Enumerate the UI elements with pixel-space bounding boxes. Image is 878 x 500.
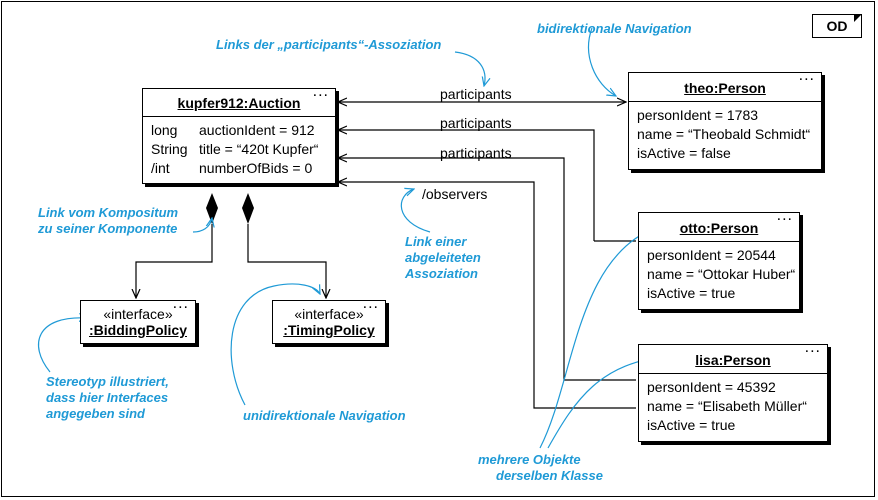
ellipsis-icon: ... (312, 83, 329, 100)
attribute-value: isActive = false (637, 145, 731, 161)
attribute-value: personIdent = 20544 (647, 247, 776, 263)
object-timing-header: «interface» :TimingPolicy (273, 301, 385, 338)
attribute-value: numberOfBids = 0 (199, 160, 313, 176)
note-line: Link vom Kompositum (38, 205, 179, 220)
object-theo: theo:Person ... personIdent = 1783 name … (628, 67, 822, 170)
object-bidding-policy: «interface» :BiddingPolicy ... (80, 295, 196, 344)
note-line: abgeleiteten (405, 250, 481, 265)
note-composite: Link vom Kompositum zu seiner Komponente (38, 205, 178, 237)
object-auction: kupfer912:Auction ... long auctionIdent =… (142, 83, 336, 184)
object-lisa-name: lisa:Person (695, 352, 771, 368)
note-line: dass hier Interfaces (46, 390, 169, 405)
attribute-type: long (151, 122, 178, 138)
object-theo-name: theo:Person (684, 80, 766, 96)
ellipsis-icon: ... (798, 67, 815, 84)
stereotype-label: «interface» (294, 306, 364, 322)
link-auction-otto (338, 130, 595, 241)
diagram-type-tag: OD (812, 14, 862, 38)
note-multiple: mehrere Objekte derselben Klasse (478, 452, 603, 484)
attribute-row: long auctionIdent = 912 (151, 121, 327, 140)
object-bidding-name: :BiddingPolicy (89, 322, 187, 338)
composition-diamond-bidding (206, 193, 218, 224)
object-auction-name: kupfer912:Auction (177, 95, 301, 111)
note-bidirectional: bidirektionale Navigation (537, 21, 692, 36)
attribute-value: title = “420t Kupfer“ (199, 141, 319, 157)
link-label-participants: participants (440, 115, 512, 131)
attribute-value: auctionIdent = 912 (199, 122, 315, 138)
tag-fold (854, 14, 862, 22)
link-auction-timing (247, 224, 326, 298)
note-line: Stereotyp illustriert, (46, 374, 169, 389)
object-otto-name: otto:Person (679, 220, 759, 236)
note-arrow-links (454, 51, 485, 86)
note-line: Link einer (405, 234, 467, 249)
attribute-type: String (151, 141, 188, 157)
object-otto: otto:Person ... personIdent = 20544 name… (638, 207, 800, 310)
ellipsis-icon: ... (776, 207, 793, 224)
attribute-value: name = “Ottokar Huber“ (647, 266, 796, 282)
note-arrow-stereotype (37, 318, 88, 373)
link-label-participants: participants (440, 145, 512, 161)
attribute-value: name = “Elisabeth Müller“ (647, 398, 807, 414)
attribute-value: personIdent = 45392 (647, 379, 776, 395)
diagram-type-label: OD (826, 18, 848, 34)
attribute-type: /int (151, 160, 170, 176)
link-label-participants: participants (440, 86, 512, 102)
link-label-observers: /observers (422, 186, 488, 202)
note-stereotype: Stereotyp illustriert, dass hier Interfa… (46, 374, 169, 422)
ellipsis-icon: ... (172, 295, 189, 312)
note-arrow-derived (400, 189, 431, 233)
link-observers (338, 182, 636, 409)
object-lisa: lisa:Person ... personIdent = 45392 name… (638, 339, 828, 442)
attribute-value: isActive = true (647, 285, 736, 301)
note-arrow-unidirectional (230, 283, 320, 406)
stereotype-label: «interface» (103, 306, 173, 322)
note-line: zu seiner Komponente (38, 221, 178, 236)
note-unidirectional: unidirektionale Navigation (243, 408, 406, 423)
object-auction-attributes: long auctionIdent = 912 String title = “42… (143, 116, 335, 182)
attribute-value: isActive = true (647, 417, 736, 433)
note-links-participants: Links der „participants“-Assoziation (216, 37, 442, 52)
note-line: mehrere Objekte (478, 452, 581, 467)
attribute-value: personIdent = 1783 (637, 107, 759, 123)
note-derived: Link einer abgeleiteten Assoziation (405, 234, 481, 282)
object-theo-attributes: personIdent = 1783 name = “Theobald Schm… (629, 101, 821, 167)
object-otto-attributes: personIdent = 20544 name = “Ottokar Hube… (639, 241, 799, 307)
object-timing-policy: «interface» :TimingPolicy ... (272, 295, 386, 344)
note-line: Assoziation (405, 266, 478, 281)
object-bidding-header: «interface» :BiddingPolicy (81, 301, 195, 338)
attribute-value: name = “Theobald Schmidt“ (637, 126, 811, 142)
composition-diamond-timing (242, 193, 254, 224)
attribute-row: /int numberOfBids = 0 (151, 159, 327, 178)
link-auction-bidding (136, 224, 213, 298)
object-timing-name: :TimingPolicy (283, 322, 375, 338)
note-arrow-bidirectional (588, 27, 616, 96)
note-line: derselben Klasse (496, 468, 603, 483)
ellipsis-icon: ... (362, 295, 379, 312)
note-arrow-composite (192, 218, 212, 233)
object-lisa-attributes: personIdent = 45392 name = “Elisabeth Mü… (639, 373, 827, 439)
note-arrow-multiple-otto (539, 226, 660, 449)
note-line: angegeben sind (46, 406, 145, 421)
attribute-row: String title = “420t Kupfer“ (151, 140, 327, 159)
ellipsis-icon: ... (804, 339, 821, 356)
